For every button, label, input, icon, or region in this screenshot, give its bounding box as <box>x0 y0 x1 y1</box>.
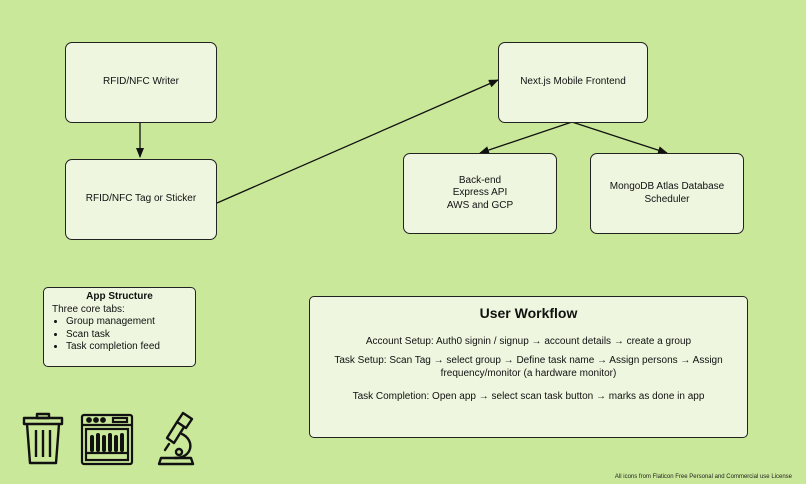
node-label-line: Back-end <box>458 174 502 186</box>
app-structure-panel: App Structure Three core tabs: Group man… <box>43 287 196 367</box>
workflow-task-completion: Task Completion: Open app → select scan … <box>352 391 705 402</box>
node-label: RFID/NFC Writer <box>103 76 179 88</box>
workflow-account-setup: Account Setup: Auth0 signin / signup → a… <box>365 336 692 347</box>
trash-can-icon <box>22 412 64 465</box>
workflow-title: User Workflow <box>479 305 578 321</box>
icon-credit: All icons from Flaticon Free Personal an… <box>614 474 792 480</box>
node-database: MongoDB Atlas Database Scheduler <box>590 153 744 234</box>
node-frontend: Next.js Mobile Frontend <box>498 42 648 123</box>
microscope-icon <box>157 411 195 466</box>
node-label-line: Express API <box>452 187 508 199</box>
app-structure-intro: Three core tabs: <box>52 304 125 315</box>
node-backend: Back-end Express API AWS and GCP <box>403 153 557 234</box>
node-label-line: Scheduler <box>644 193 690 205</box>
list-item: Group management <box>66 316 187 329</box>
workflow-task-setup: Task Setup: Scan Tag → select group → De… <box>334 355 723 379</box>
user-workflow-panel: User Workflow Account Setup: Auth0 signi… <box>309 296 748 438</box>
node-label: Next.js Mobile Frontend <box>520 76 626 88</box>
app-structure-title: App Structure <box>86 291 153 302</box>
list-item: Scan task <box>66 329 187 342</box>
node-rfid-writer: RFID/NFC Writer <box>65 42 217 123</box>
node-label-line: MongoDB Atlas Database <box>609 181 725 192</box>
arrow-frontend-to-backend <box>479 121 573 154</box>
node-label: RFID/NFC Tag or Sticker <box>85 193 197 205</box>
dishwasher-icon <box>80 413 134 466</box>
app-structure-list: Group management Scan task Task completi… <box>52 316 187 354</box>
arrow-frontend-to-database <box>571 121 668 155</box>
list-item: Task completion feed <box>66 341 187 354</box>
node-label-line: AWS and GCP <box>446 199 514 211</box>
node-rfid-tag: RFID/NFC Tag or Sticker <box>65 159 217 240</box>
arrow-tag-to-frontend <box>216 79 499 204</box>
